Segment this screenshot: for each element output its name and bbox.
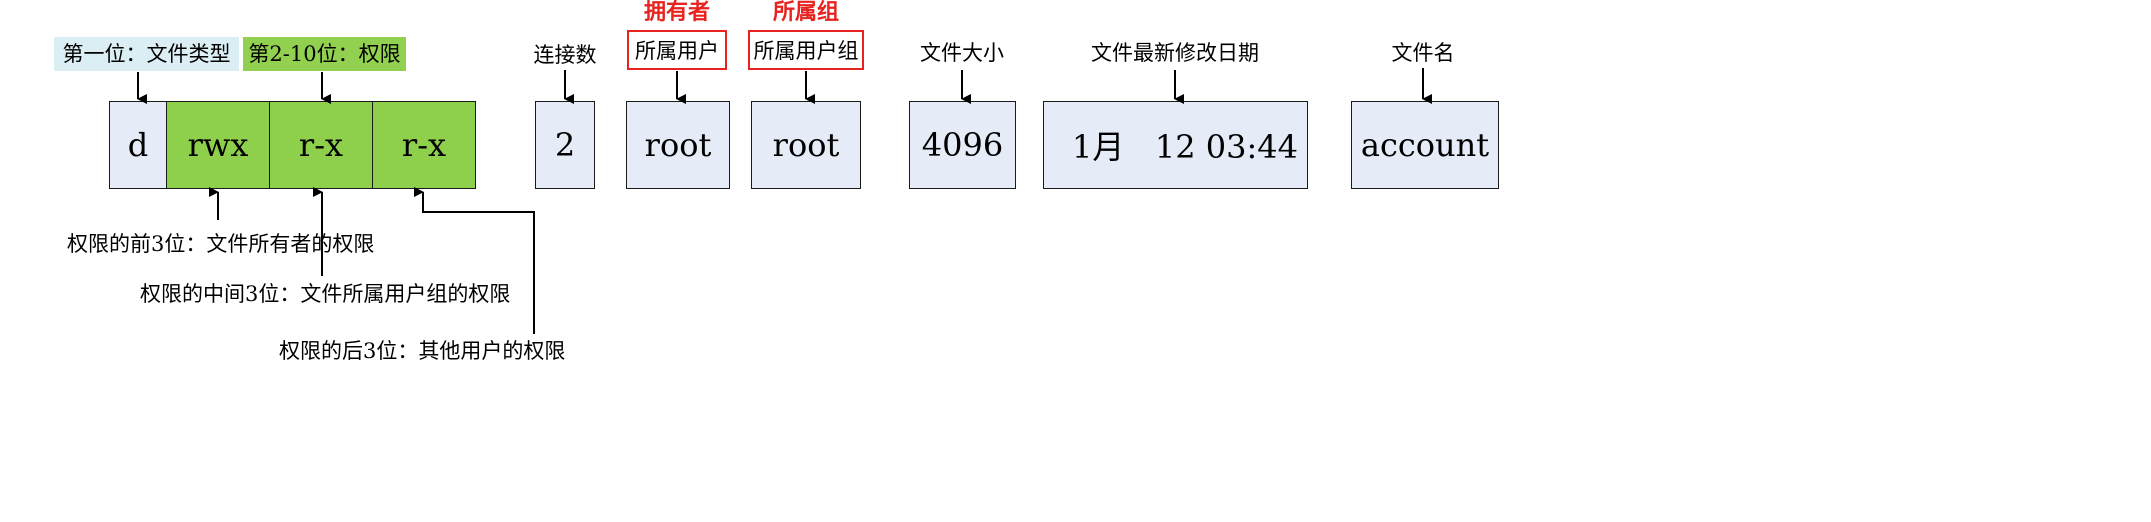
permission-bits-tag: 第2-10位：权限 xyxy=(243,37,406,71)
owner-box: root xyxy=(626,101,730,189)
group-perm-note: 权限的中间3位：文件所属用户组的权限 xyxy=(140,282,511,306)
other-perm-note: 权限的后3位：其他用户的权限 xyxy=(279,339,566,363)
perm-box-other: r-x xyxy=(372,101,476,189)
group-title: 所属组 xyxy=(772,0,840,25)
arrow-other-perm xyxy=(414,187,535,334)
owner-label: 所属用户 xyxy=(627,30,727,70)
size-label: 文件大小 xyxy=(920,41,1004,65)
filename-label: 文件名 xyxy=(1391,41,1455,65)
group-box: root xyxy=(751,101,861,189)
group-label: 所属用户组 xyxy=(748,30,864,70)
owner-perm-note: 权限的前3位：文件所有者的权限 xyxy=(67,232,375,256)
perm-box-type: d xyxy=(109,101,167,189)
link-count-box: 2 xyxy=(535,101,595,189)
size-box: 4096 xyxy=(909,101,1016,189)
owner-title: 拥有者 xyxy=(643,0,711,25)
mtime-box: 1月 12 03:44 xyxy=(1043,101,1308,189)
link-count-label: 连接数 xyxy=(533,43,597,67)
filename-box: account xyxy=(1351,101,1499,189)
file-type-tag: 第一位：文件类型 xyxy=(54,37,239,71)
mtime-label: 文件最新修改日期 xyxy=(1091,41,1259,65)
